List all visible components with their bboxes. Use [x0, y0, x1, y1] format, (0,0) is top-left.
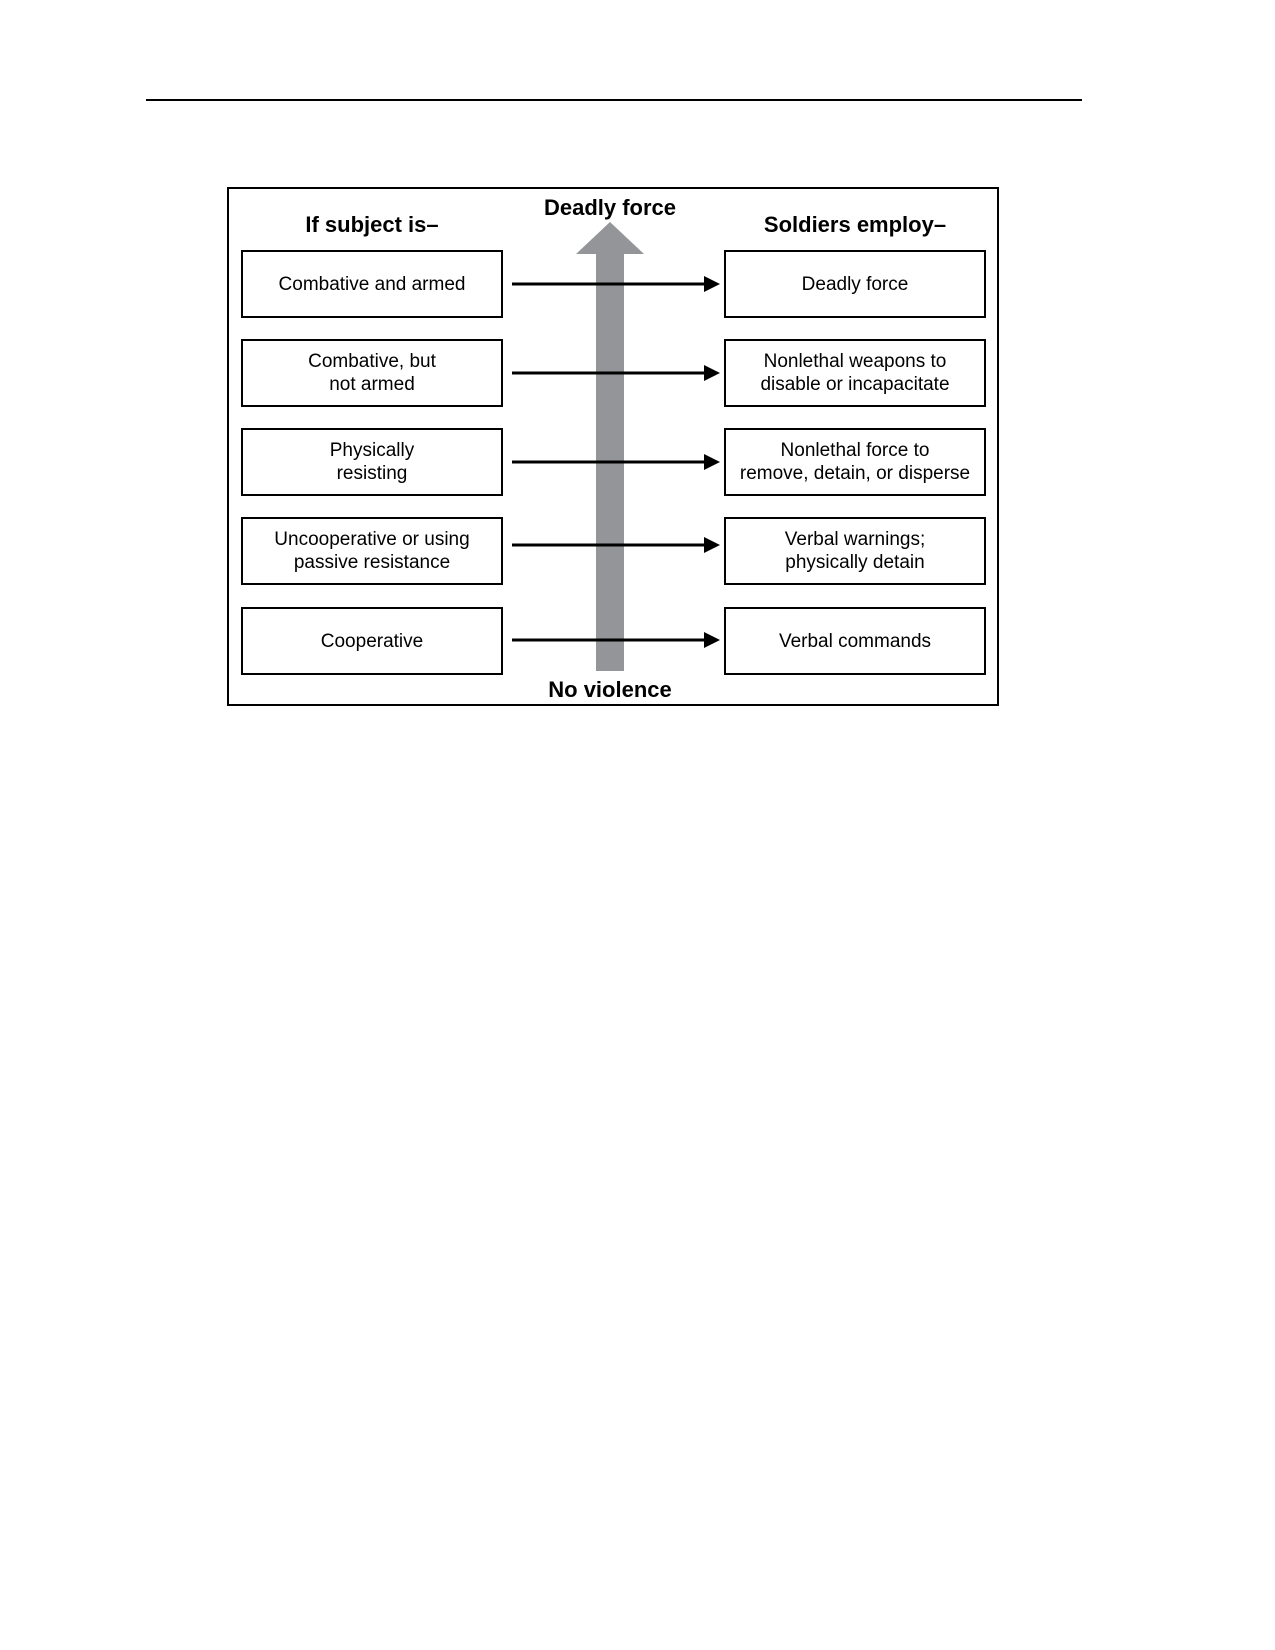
response-box-3: Nonlethal force to remove, detain, or di… [724, 428, 986, 496]
scale-arrow [576, 222, 644, 671]
response-box-5: Verbal commands [724, 607, 986, 675]
row-arrows-layer [512, 276, 720, 648]
row-arrow-1 [512, 276, 720, 292]
subject-box-2: Combative, but not armed [241, 339, 503, 407]
row-arrow-2 [512, 365, 720, 381]
diagram-frame [227, 187, 999, 706]
row-arrow-4 [512, 537, 720, 553]
response-box-1: Deadly force [724, 250, 986, 318]
subject-box-3: Physically resisting [241, 428, 503, 496]
top-scale-label: Deadly force [543, 195, 677, 220]
bottom-scale-label: No violence [548, 677, 672, 702]
subject-box-1: Combative and armed [241, 250, 503, 318]
row-arrow-3 [512, 454, 720, 470]
left-column-header: If subject is– [305, 212, 439, 237]
right-column-header: Soldiers employ– [763, 212, 947, 237]
row-arrow-5 [512, 632, 720, 648]
response-box-4: Verbal warnings; physically detain [724, 517, 986, 585]
scale-arrow-layer [576, 222, 644, 671]
subject-box-4: Uncooperative or using passive resistanc… [241, 517, 503, 585]
page-top-rule [146, 99, 1082, 101]
subject-box-5: Cooperative [241, 607, 503, 675]
response-box-2: Nonlethal weapons to disable or incapaci… [724, 339, 986, 407]
